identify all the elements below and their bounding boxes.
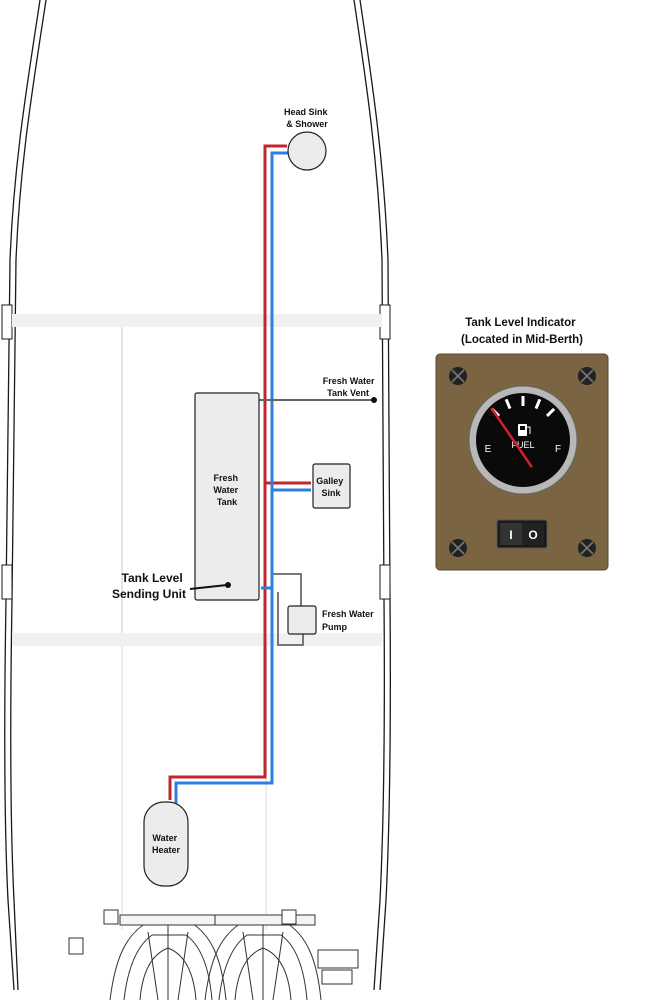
sending-unit-label: Tank Level Sending Unit [112, 571, 186, 601]
hull-outline [4, 0, 392, 991]
bulkheads [12, 314, 382, 930]
fresh-water-pump [287, 605, 317, 635]
fresh-water-tank-label: Fresh Water Tank [213, 473, 240, 507]
port-outboard [109, 914, 227, 1000]
galley-sink [312, 463, 351, 509]
gauge-tick [534, 398, 542, 410]
gauge-word: FUEL [511, 440, 534, 450]
tank-vent-fitting [371, 397, 377, 403]
power-switch[interactable]: I O [496, 519, 548, 549]
sending-unit-lead [189, 584, 228, 590]
indicator-title: Tank Level Indicator (Located in Mid-Ber… [461, 317, 583, 346]
switch-on-mark: O [528, 528, 537, 542]
outboard-motors [68, 909, 359, 1000]
tank-vent-label: Fresh Water Tank Vent [323, 376, 377, 398]
fresh-water-pump-label: Fresh Water Pump [322, 609, 376, 632]
pump-loop-line [273, 573, 304, 646]
panel-screws [449, 367, 596, 557]
water-heater [143, 801, 189, 887]
gauge-tick [504, 398, 512, 410]
sending-unit-dot [225, 582, 231, 588]
gauge-full-mark: F [555, 444, 561, 455]
fuel-pump-icon [518, 424, 531, 436]
fuel-gauge-face [476, 393, 570, 487]
water-heater-label: Water Heater [152, 833, 181, 855]
gauge-tick [545, 407, 556, 418]
fresh-water-tank [194, 392, 260, 601]
hull-fittings [1, 304, 391, 600]
head-sink-shower [287, 131, 327, 171]
galley-sink-label: Galley Sink [316, 476, 346, 498]
gauge-empty-mark: E [485, 444, 492, 455]
tank-level-indicator: E F FUEL I O [435, 353, 609, 571]
gauge-needle [490, 407, 533, 468]
switch-off-mark: I [509, 528, 512, 542]
head-sink-label: Head Sink & Shower [284, 107, 330, 129]
starboard-outboard [204, 914, 322, 1000]
cold-water-line [174, 151, 311, 803]
